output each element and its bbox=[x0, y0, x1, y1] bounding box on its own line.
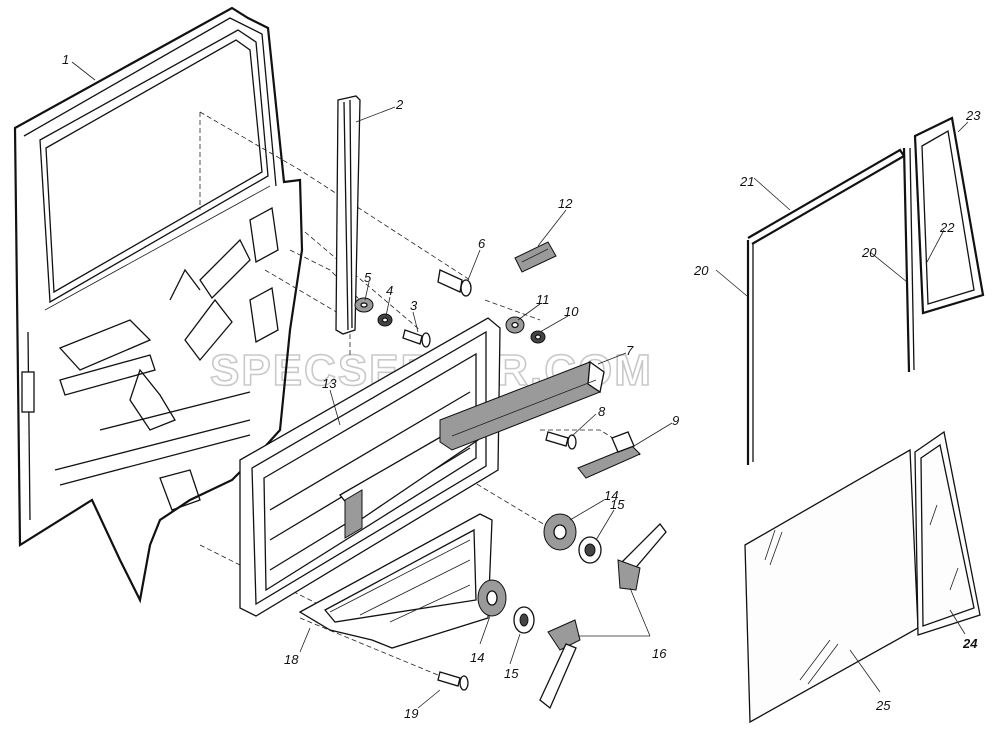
label-part-3: 3 bbox=[410, 298, 418, 313]
label-part-21: 21 bbox=[739, 174, 754, 189]
label-part-8: 8 bbox=[598, 404, 606, 419]
label-part-19: 19 bbox=[404, 706, 418, 721]
label-part-5: 5 bbox=[364, 270, 372, 285]
label-part-25: 25 bbox=[875, 698, 891, 713]
label-part-15-lower: 15 bbox=[504, 666, 519, 681]
label-part-7: 7 bbox=[626, 343, 634, 358]
label-part-18: 18 bbox=[284, 652, 299, 667]
label-part-2: 2 bbox=[395, 97, 404, 112]
label-part-23: 23 bbox=[965, 108, 981, 123]
glass-pane-part-24 bbox=[914, 430, 981, 636]
window-channel-part-2 bbox=[335, 95, 361, 335]
callout-labels: 1 2 3 4 5 6 7 8 9 10 11 12 13 14 14 15 1… bbox=[62, 52, 981, 721]
spring-part-15-lower bbox=[513, 606, 535, 634]
label-part-9: 9 bbox=[672, 413, 679, 428]
bolt-part-6 bbox=[437, 269, 472, 297]
spring-part-15-upper bbox=[578, 536, 602, 564]
screw-part-19 bbox=[437, 671, 469, 691]
callout-leaders bbox=[71, 61, 969, 709]
glass-pane-part-25 bbox=[744, 448, 919, 724]
clip-part-12 bbox=[514, 241, 557, 273]
glass-seal-part-21 bbox=[746, 148, 906, 465]
label-part-14-upper: 14 bbox=[604, 488, 618, 503]
nut-part-11 bbox=[505, 316, 525, 334]
armrest-part-7 bbox=[439, 360, 605, 451]
door-handle-part-16-lower bbox=[539, 619, 581, 710]
handle-part-9 bbox=[577, 431, 641, 479]
label-part-14-lower: 14 bbox=[470, 650, 484, 665]
washer-part-4 bbox=[377, 313, 393, 327]
screw-part-8 bbox=[545, 431, 577, 450]
label-part-20-left: 20 bbox=[693, 263, 709, 278]
label-part-4: 4 bbox=[386, 283, 393, 298]
label-part-20-right: 20 bbox=[861, 245, 877, 260]
label-part-16: 16 bbox=[652, 646, 667, 661]
lower-panel-part-18 bbox=[298, 513, 493, 649]
trim-panel-part-13 bbox=[239, 317, 501, 617]
window-crank-part-16-upper bbox=[617, 523, 667, 591]
door-frame-part-1 bbox=[13, 6, 304, 604]
label-part-10: 10 bbox=[564, 304, 579, 319]
glass-seal-part-20 bbox=[902, 147, 915, 373]
bolt-part-3 bbox=[402, 329, 431, 348]
label-part-1: 1 bbox=[62, 52, 69, 67]
label-part-12: 12 bbox=[558, 196, 573, 211]
label-part-24: 24 bbox=[962, 636, 978, 651]
washer-part-10 bbox=[530, 330, 546, 344]
vent-frame-part-23 bbox=[913, 116, 985, 315]
label-part-11: 11 bbox=[536, 292, 550, 307]
label-part-6: 6 bbox=[478, 236, 486, 251]
escutcheon-part-14-upper bbox=[543, 513, 577, 551]
label-part-13: 13 bbox=[322, 376, 337, 391]
label-part-22: 22 bbox=[939, 220, 955, 235]
label-part-15-upper: 15 bbox=[610, 497, 625, 512]
nut-part-5 bbox=[354, 297, 374, 313]
escutcheon-part-14-lower bbox=[477, 579, 507, 617]
